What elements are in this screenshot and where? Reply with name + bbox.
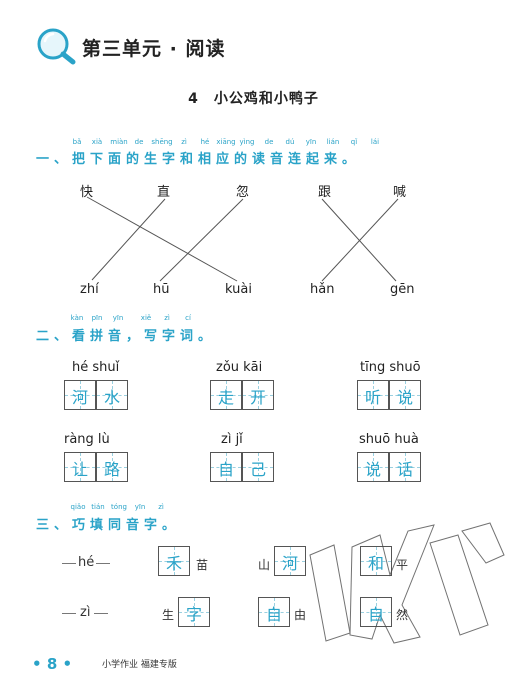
word6-pinyin: shuō huà [359, 432, 419, 447]
word2-pinyin: zǒu kāi [216, 360, 263, 375]
char-kuai: 快 [80, 185, 94, 200]
book-title: 小学作业 福建专版 [102, 660, 177, 670]
row1-box-b: 河 [274, 546, 306, 576]
word6-box2: 话 [389, 452, 421, 482]
word3-pinyin: tīng shuō [360, 360, 421, 375]
row1-box-c: 和 [360, 546, 392, 576]
word6-box1: 说 [357, 452, 389, 482]
word3-box1: 听 [357, 380, 389, 410]
part1-heading: 一、把下面的生字和相应的读音连起来。 [36, 152, 361, 167]
char-gen: 跟 [318, 185, 332, 200]
word1-box1: 河 [64, 380, 96, 410]
pinyin-zhi: zhí [80, 282, 99, 297]
row2-box-b: 自 [258, 597, 290, 627]
row1-box-a: 禾 [158, 546, 190, 576]
word2-box2: 开 [242, 380, 274, 410]
row1-after-a: 苗 [196, 558, 209, 572]
matching-lines [86, 196, 399, 282]
row2-box-c: 自 [360, 597, 392, 627]
lesson-title: 4 小公鸡和小鸭子 [188, 91, 319, 107]
watermark-shapes [309, 522, 505, 644]
word1-box2: 水 [96, 380, 128, 410]
word4-box1: 让 [64, 452, 96, 482]
page-number-value: 8 [46, 655, 58, 673]
word1-pinyin: hé shuǐ [72, 360, 120, 375]
pinyin-han: hǎn [310, 282, 335, 297]
row1-after-c: 平 [396, 558, 409, 572]
word5-box1: 自 [210, 452, 242, 482]
row2-pinyin-label: zì [80, 605, 91, 620]
char-zhi: 直 [157, 185, 171, 200]
char-han: 喊 [393, 185, 407, 200]
page-number: • 8 • [32, 655, 73, 673]
word5-pinyin: zì jǐ [221, 432, 243, 447]
word4-pinyin: ràng lù [64, 432, 110, 447]
row1-pinyin-label: hé [78, 555, 95, 570]
unit-title: 第三单元 · 阅读 [82, 38, 226, 60]
pinyin-gen: gēn [390, 282, 415, 297]
row2-after-b: 由 [294, 608, 307, 622]
char-hu: 忽 [236, 185, 250, 200]
row2-after-c: 然 [396, 608, 409, 622]
word3-box2: 说 [389, 380, 421, 410]
word2-box1: 走 [210, 380, 242, 410]
row2-box-a: 字 [178, 597, 210, 627]
row2-before-a: 生 [162, 608, 175, 622]
magnifier-icon [37, 28, 76, 65]
word4-box2: 路 [96, 452, 128, 482]
pinyin-kuai: kuài [225, 282, 252, 297]
row1-before-b: 山 [258, 558, 271, 572]
part3-heading: 三、巧填同音字。 [36, 518, 181, 533]
word5-box2: 己 [242, 452, 274, 482]
part2-heading: 二、看拼音，写字词。 [36, 329, 217, 344]
pinyin-hu: hū [153, 282, 170, 297]
